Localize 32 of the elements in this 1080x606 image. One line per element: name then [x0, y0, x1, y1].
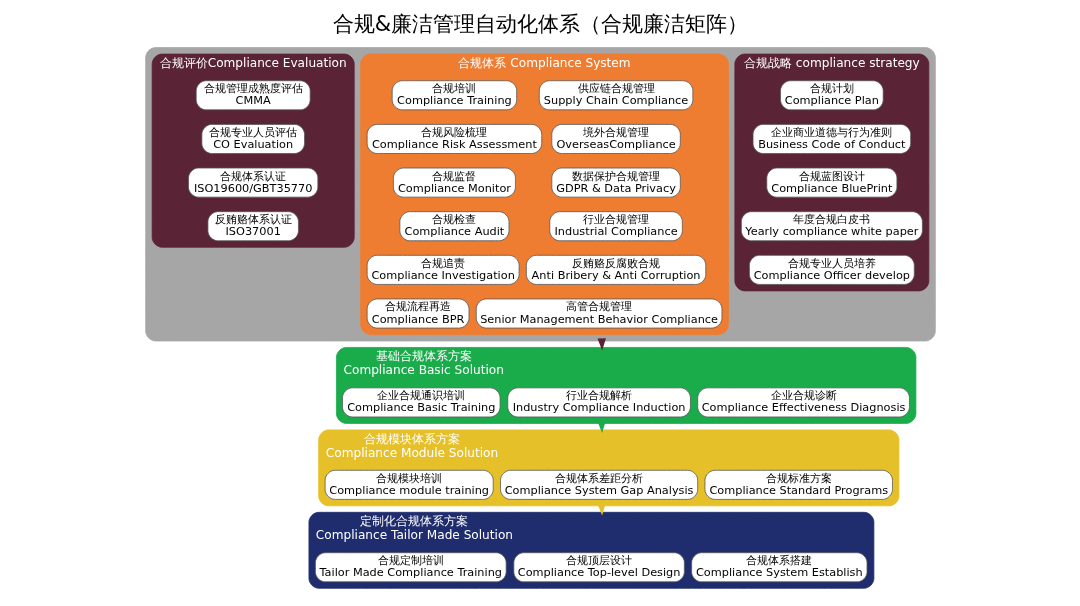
node-box: 企业合规诊断 Compliance Effectiveness Diagnosis: [696, 387, 910, 418]
node-box: 合规培训 Compliance Training: [391, 80, 517, 111]
node-box: 行业合规解析 Industry Compliance Induction: [506, 387, 691, 418]
node-box: 合规计划 Compliance Plan: [779, 80, 884, 111]
node-box: 企业商业道德与行为准则 Business Code of Conduct: [752, 124, 911, 154]
node-box: 反贿赂反腐败合规 Anti Bribery & Anti Corruption: [525, 254, 706, 285]
diagram-title: 合规&廉洁管理自动化体系（合规廉洁矩阵）: [332, 11, 748, 37]
node-box: 合规体系差距分析 Compliance System Gap Analysis: [499, 469, 698, 500]
cluster: [144, 47, 936, 342]
node-box: 反贿赂体系认证 ISO37001: [207, 211, 299, 242]
node-box: 合规风险梳理 Compliance Risk Assessment: [366, 124, 542, 154]
node-box: 合规管理成熟度评估 CMMA: [195, 80, 311, 111]
node-box: 合规流程再造 Compliance BPR: [366, 298, 469, 329]
node-box: 合规模块培训 Compliance module training: [324, 469, 494, 500]
node-box: 合规专业人员培养 Compliance Officer develop: [748, 254, 915, 285]
node-box: 合规顶层设计 Compliance Top-level Design: [512, 552, 685, 583]
node-box: 企业合规通识培训 Compliance Basic Training: [341, 387, 500, 418]
node-box: 合规体系认证 ISO19600/GBT35770: [187, 167, 318, 198]
node-box: 数据保护合规管理 GDPR & Data Privacy: [550, 167, 681, 198]
node-box: 合规体系搭建 Compliance System Establish: [690, 552, 867, 583]
node-box: 年度合规白皮书 Yearly compliance white paper: [740, 211, 923, 242]
node-box: 合规定制培训 Tailor Made Compliance Training: [314, 552, 507, 583]
node-box: 合规监督 Compliance Monitor: [392, 167, 516, 198]
node-box: 合规蓝图设计 Compliance BluePrint: [765, 167, 897, 198]
node-box: 高管合规管理 Senior Management Behavior Compliance: [475, 298, 722, 329]
node-box: 合规检查 Compliance Audit: [398, 211, 509, 242]
node-box: 供应链合规管理 Supply Chain Compliance: [538, 80, 693, 111]
node-box: 合规专业人员评估 CO Evaluation: [200, 124, 305, 154]
node-box: 合规标准方案 Compliance Standard Programs: [704, 469, 893, 500]
node-box: 行业合规管理 Industrial Compliance: [548, 211, 683, 242]
node-box: 合规追责 Compliance Investigation: [366, 254, 519, 285]
node-box: 境外合规管理 OverseasCompliance: [550, 124, 681, 154]
